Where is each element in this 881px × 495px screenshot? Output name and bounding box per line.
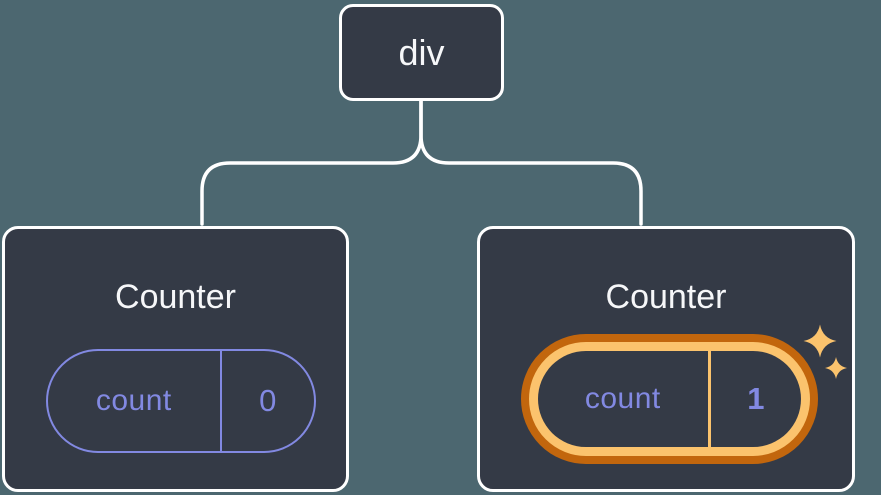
- component-title: Counter: [605, 278, 727, 316]
- connector-right-branch: [419, 99, 643, 226]
- sparkle-icon: [802, 323, 838, 359]
- sparkle-icon: [824, 356, 848, 380]
- state-value-cell: 0: [222, 351, 314, 451]
- state-value-cell: 1: [711, 351, 801, 447]
- counter-card-left: Counter count 0: [2, 226, 349, 492]
- pill-divider: [707, 351, 711, 447]
- root-node-label: div: [398, 31, 445, 73]
- pill-divider: [219, 351, 222, 451]
- state-pill-highlighted: count 1: [521, 334, 818, 464]
- state-name-cell: count: [538, 351, 708, 447]
- state-name-label: count: [95, 384, 172, 417]
- state-name-label: count: [584, 382, 661, 415]
- state-pill: count 0: [46, 349, 316, 453]
- root-node-div: div: [339, 4, 504, 101]
- component-title: Counter: [115, 278, 236, 316]
- counter-card-right: Counter count 1: [477, 226, 855, 492]
- state-pill-inner: count 1: [538, 351, 801, 447]
- connector-left-branch: [200, 99, 423, 226]
- state-value-label: 0: [259, 383, 277, 418]
- state-value-label: 1: [747, 381, 765, 416]
- state-name-cell: count: [48, 351, 220, 451]
